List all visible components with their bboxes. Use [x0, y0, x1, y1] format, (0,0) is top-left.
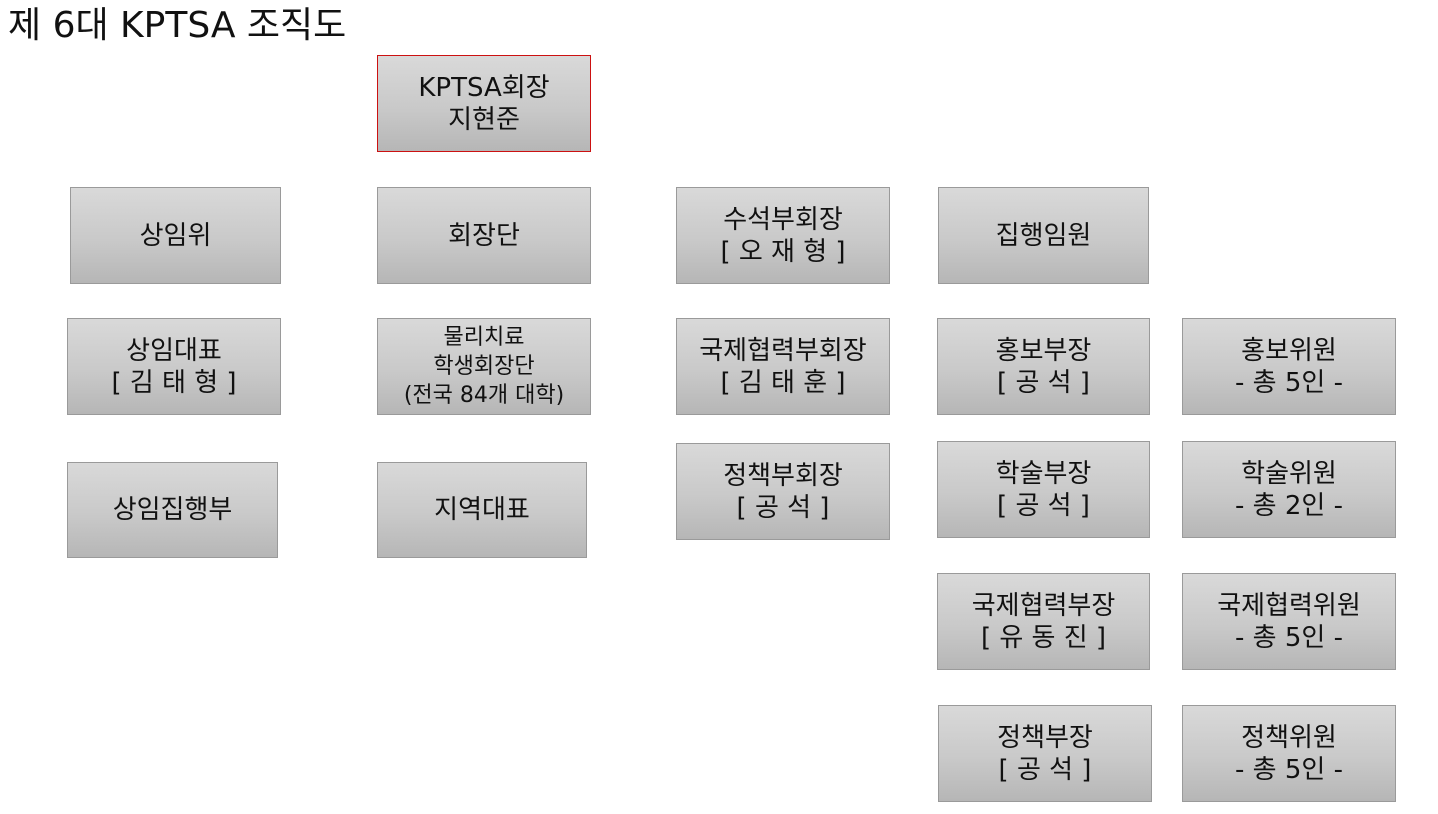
senior-vp-box[interactable]: 수석부회장 [ 오 재 형 ]	[676, 187, 890, 284]
presidents-group-box[interactable]: 회장단	[377, 187, 591, 284]
policy-members-box[interactable]: 정책위원 - 총 5인 -	[1182, 705, 1396, 802]
box-label: 지역대표	[434, 495, 530, 525]
intl-vp-box[interactable]: 국제협력부회장 [ 김 태 훈 ]	[676, 318, 890, 415]
box-name: [ 김 태 훈 ]	[720, 367, 846, 398]
president-box[interactable]: KPTSA회장 지현준	[377, 55, 591, 152]
intl-head-box[interactable]: 국제협력부장 [ 유 동 진 ]	[937, 573, 1150, 670]
student-presidents-box[interactable]: 물리치료 학생회장단 (전국 84개 대학)	[377, 318, 591, 415]
box-label: 정책부장	[997, 722, 1093, 753]
page-title: 제 6대 KPTSA 조직도	[8, 5, 347, 46]
academic-members-box[interactable]: 학술위원 - 총 2인 -	[1182, 441, 1396, 538]
box-name: [ 김 태 형 ]	[111, 367, 237, 398]
box-label: 수석부회장	[723, 204, 843, 235]
intl-members-box[interactable]: 국제협력위원 - 총 5인 -	[1182, 573, 1396, 670]
policy-head-box[interactable]: 정책부장 [ 공 석 ]	[938, 705, 1152, 802]
box-label: 홍보위원	[1241, 335, 1337, 366]
pr-members-box[interactable]: 홍보위원 - 총 5인 -	[1182, 318, 1396, 415]
box-label: 홍보부장	[995, 335, 1092, 366]
box-label: 학술위원	[1241, 458, 1337, 489]
executives-box[interactable]: 집행임원	[938, 187, 1149, 284]
box-name: [ 유 동 진 ]	[980, 622, 1107, 653]
box-label: 국제협력부회장	[699, 335, 867, 366]
box-label: KPTSA회장	[418, 72, 550, 103]
box-name: [ 공 석 ]	[997, 490, 1090, 521]
box-count: - 총 5인 -	[1235, 622, 1343, 653]
box-label: 정책위원	[1241, 722, 1337, 753]
box-name: 지현준	[448, 104, 520, 135]
box-count: - 총 5인 -	[1235, 754, 1343, 785]
box-label: 국제협력위원	[1217, 590, 1361, 621]
box-label: 정책부회장	[723, 460, 843, 491]
box-label: 상임대표	[126, 335, 222, 366]
box-name: [ 오 재 형 ]	[720, 236, 846, 267]
box-note: (전국 84개 대학)	[403, 383, 565, 408]
standing-exec-box[interactable]: 상임집행부	[67, 462, 278, 558]
box-name: [ 공 석 ]	[736, 492, 830, 523]
policy-vp-box[interactable]: 정책부회장 [ 공 석 ]	[676, 443, 890, 540]
standing-committee-box[interactable]: 상임위	[70, 187, 281, 284]
box-label: 학술부장	[995, 458, 1092, 489]
box-count: - 총 5인 -	[1235, 367, 1343, 398]
box-count: - 총 2인 -	[1235, 490, 1343, 521]
box-label: 물리치료	[443, 325, 525, 350]
box-label: 집행임원	[995, 220, 1092, 251]
academic-head-box[interactable]: 학술부장 [ 공 석 ]	[937, 441, 1150, 538]
standing-rep-box[interactable]: 상임대표 [ 김 태 형 ]	[67, 318, 281, 415]
box-name: [ 공 석 ]	[998, 754, 1092, 785]
pr-head-box[interactable]: 홍보부장 [ 공 석 ]	[937, 318, 1150, 415]
box-label: 상임집행부	[112, 495, 233, 525]
box-name: [ 공 석 ]	[997, 367, 1090, 398]
regional-rep-box[interactable]: 지역대표	[377, 462, 587, 558]
box-label-2: 학생회장단	[433, 354, 535, 379]
box-label: 상임위	[139, 220, 212, 251]
box-label: 국제협력부장	[971, 590, 1116, 621]
box-label: 회장단	[448, 220, 520, 251]
